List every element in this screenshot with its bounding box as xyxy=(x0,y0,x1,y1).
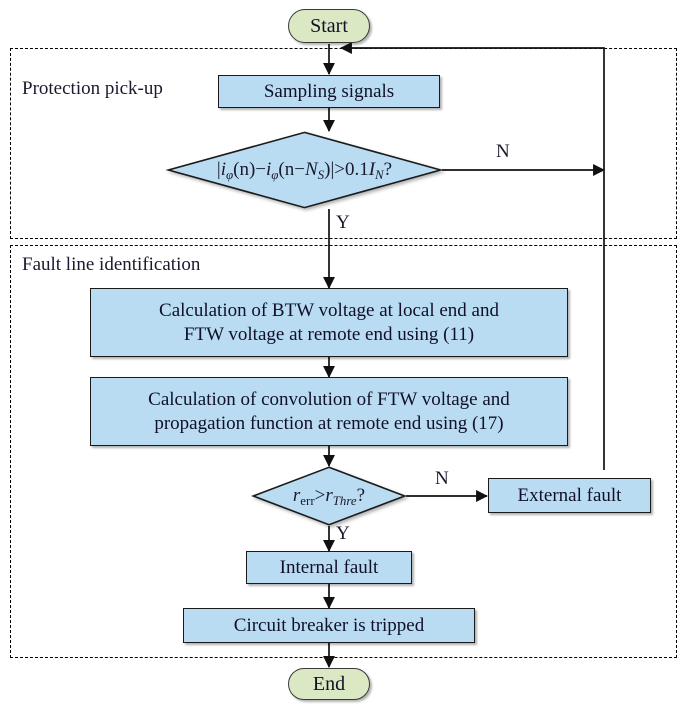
node-calculation-btw-ftw-voltage-line2: FTW voltage at remote end using (11) xyxy=(183,323,475,345)
node-start-label: Start xyxy=(310,14,348,37)
node-circuit-breaker-tripped-label: Circuit breaker is tripped xyxy=(233,614,425,636)
group-label-protection-pickup: Protection pick-up xyxy=(22,78,163,99)
node-decision-reliability-threshold[interactable]: rerr>rThre? xyxy=(251,466,407,526)
node-external-fault-label: External fault xyxy=(517,484,622,506)
node-external-fault[interactable]: External fault xyxy=(488,478,651,513)
branch-label-decision1-no: N xyxy=(496,141,510,162)
node-end[interactable]: End xyxy=(288,668,370,700)
node-calculation-btw-ftw-voltage[interactable]: Calculation of BTW voltage at local end … xyxy=(90,288,568,357)
branch-label-decision2-yes: Y xyxy=(336,523,350,544)
branch-label-decision1-yes: Y xyxy=(336,212,350,233)
node-sampling-signals[interactable]: Sampling signals xyxy=(218,75,440,108)
branch-label-decision2-no: N xyxy=(435,468,449,489)
node-end-label: End xyxy=(312,672,346,695)
node-calculation-convolution-line1: Calculation of convolution of FTW voltag… xyxy=(148,389,510,411)
node-internal-fault[interactable]: Internal fault xyxy=(246,551,412,584)
node-start[interactable]: Start xyxy=(288,9,370,43)
node-circuit-breaker-tripped[interactable]: Circuit breaker is tripped xyxy=(183,608,475,643)
node-sampling-signals-label: Sampling signals xyxy=(263,80,395,102)
node-calculation-btw-ftw-voltage-line1: Calculation of BTW voltage at local end … xyxy=(159,300,499,322)
node-decision-pickup-threshold[interactable]: |iφ(n)−iφ(n−NS)|>0.1IN? xyxy=(165,131,444,209)
node-internal-fault-label: Internal fault xyxy=(279,556,379,578)
group-label-fault-line-identification: Fault line identification xyxy=(22,254,201,275)
node-calculation-convolution-line2: propagation function at remote end using… xyxy=(154,412,504,434)
node-calculation-convolution[interactable]: Calculation of convolution of FTW voltag… xyxy=(90,377,568,446)
